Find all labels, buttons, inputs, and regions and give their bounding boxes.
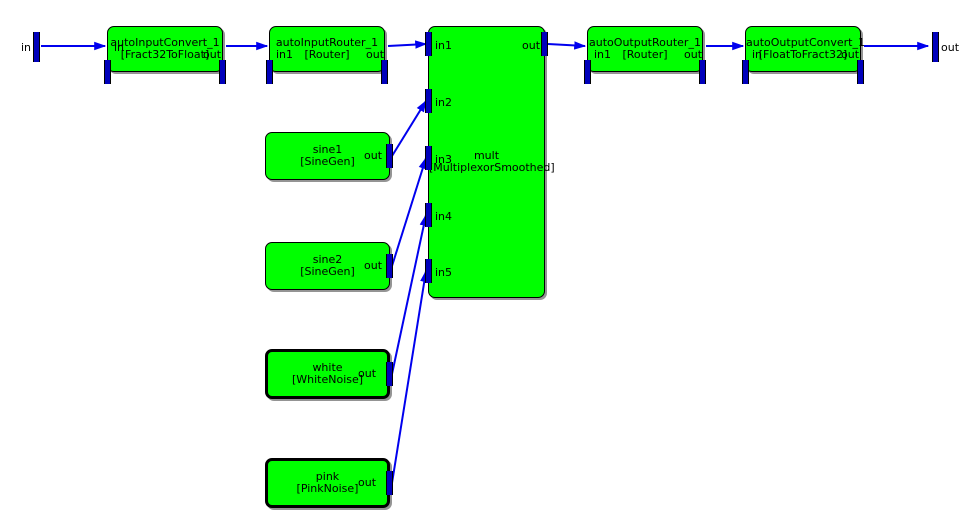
block-label-pink: pink[PinkNoise] xyxy=(268,471,387,495)
output-port-autoOutputRouter_1-out[interactable] xyxy=(699,60,706,84)
block-autoOutputConvert_1[interactable]: autoOutputConvert_1[FloatToFract32] xyxy=(745,26,865,72)
output-port-autoInputConvert_1-out[interactable] xyxy=(219,60,226,84)
wire-sine1-to-mult-in2[interactable] xyxy=(391,99,427,157)
block-pink[interactable]: pink[PinkNoise] xyxy=(265,458,390,508)
output-port-white-out[interactable] xyxy=(386,362,393,386)
block-label-autoInputRouter_1: autoInputRouter_1[Router] xyxy=(270,37,384,61)
block-label-sine2: sine2[SineGen] xyxy=(266,254,389,278)
input-port-mult-in5[interactable] xyxy=(425,259,432,283)
block-type-white: [WhiteNoise] xyxy=(291,373,364,386)
block-type-autoOutputConvert_1: [FloatToFract32] xyxy=(758,48,848,61)
wire-sine2-to-mult-in3[interactable] xyxy=(391,156,427,267)
output-port-label-autoOutputRouter_1-out: out xyxy=(684,48,703,61)
input-port-label-mult-in3: in3 xyxy=(435,153,453,166)
block-name-white: white xyxy=(312,361,343,374)
output-port-label-pink-out: out xyxy=(358,476,377,489)
block-name-sine1: sine1 xyxy=(312,143,343,156)
block-label-mult: mult[MultiplexorSmoothed] xyxy=(429,149,555,174)
block-label-white: white[WhiteNoise] xyxy=(268,362,387,386)
block-name-mult: mult xyxy=(473,149,500,162)
output-port-label-white-out: out xyxy=(358,367,377,380)
block-name-autoOutputConvert_1: autoOutputConvert_1 xyxy=(746,36,865,49)
block-label-autoOutputConvert_1: autoOutputConvert_1[FloatToFract32] xyxy=(746,36,865,61)
output-port-label-sine1-out: out xyxy=(364,149,383,162)
input-port-mult-in2[interactable] xyxy=(425,89,432,113)
input-port-autoOutputConvert_1-in[interactable] xyxy=(742,60,749,84)
output-port-autoInputRouter_1-out[interactable] xyxy=(381,60,388,84)
input-port-label-autoInputConvert_1-in: in xyxy=(114,41,125,54)
block-mult[interactable]: mult[MultiplexorSmoothed] xyxy=(428,26,555,298)
input-port-label-mult-in1: in1 xyxy=(435,39,453,52)
output-port-pink-out[interactable] xyxy=(386,471,393,495)
input-port-label-autoOutputRouter_1-in1: in1 xyxy=(594,48,612,61)
block-type-sine1: [SineGen] xyxy=(300,155,355,168)
input-port-label-mult-in2: in2 xyxy=(435,96,453,109)
input-port-mult-in4[interactable] xyxy=(425,203,432,227)
output-port-sine1-out[interactable] xyxy=(386,144,393,168)
block-autoInputConvert_1[interactable]: autoInputConvert_1[Fract32ToFloat] xyxy=(107,26,223,72)
block-autoOutputRouter_1[interactable]: autoOutputRouter_1[Router] xyxy=(587,26,703,72)
block-label-autoOutputRouter_1: autoOutputRouter_1[Router] xyxy=(588,37,702,61)
input-port-autoInputConvert_1-in[interactable] xyxy=(104,60,111,84)
output-port-label-sine2-out: out xyxy=(364,259,383,272)
output-port-autoOutputConvert_1-out[interactable] xyxy=(857,60,864,84)
wire-white-to-mult-in4[interactable] xyxy=(391,213,428,375)
output-port-mult-out[interactable] xyxy=(541,32,548,56)
in-terminal-label: in xyxy=(20,41,31,54)
block-label-sine1: sine1[SineGen] xyxy=(266,144,389,168)
block-name-sine2: sine2 xyxy=(312,253,343,266)
output-port-label-autoInputConvert_1-out: out xyxy=(203,48,222,61)
block-sine1[interactable]: sine1[SineGen] xyxy=(265,132,390,180)
block-type-pink: [PinkNoise] xyxy=(296,482,359,495)
block-type-mult: [MultiplexorSmoothed] xyxy=(429,161,555,174)
input-port-label-autoInputRouter_1-in1: in1 xyxy=(276,48,294,61)
wire-autoInputRouter-to-mult-in1[interactable] xyxy=(387,40,428,49)
input-port-mult-in1[interactable] xyxy=(425,32,432,56)
block-name-autoOutputRouter_1: autoOutputRouter_1 xyxy=(589,36,701,49)
output-port-sine2-out[interactable] xyxy=(386,254,393,278)
wire-pink-to-mult-in5[interactable] xyxy=(391,269,429,484)
wire-mult-out-to-autoOutputRouter[interactable] xyxy=(547,41,587,50)
block-type-sine2: [SineGen] xyxy=(300,265,355,278)
output-port-label-mult-out: out xyxy=(522,39,541,52)
out-terminal[interactable] xyxy=(932,32,939,62)
block-name-pink: pink xyxy=(315,470,340,483)
block-type-autoInputConvert_1: [Fract32ToFloat] xyxy=(120,48,210,61)
in-terminal[interactable] xyxy=(33,32,40,62)
block-name-autoInputRouter_1: autoInputRouter_1 xyxy=(275,36,379,49)
input-port-mult-in3[interactable] xyxy=(425,146,432,170)
block-type-autoOutputRouter_1: [Router] xyxy=(622,48,668,61)
output-port-label-autoOutputConvert_1-out: out xyxy=(841,48,860,61)
input-port-autoOutputRouter_1-in1[interactable] xyxy=(584,60,591,84)
input-port-label-mult-in4: in4 xyxy=(435,210,453,223)
block-autoInputRouter_1[interactable]: autoInputRouter_1[Router] xyxy=(269,26,385,72)
output-port-label-autoInputRouter_1-out: out xyxy=(366,48,385,61)
input-port-label-autoOutputConvert_1-in: in xyxy=(752,48,763,61)
input-port-autoInputRouter_1-in1[interactable] xyxy=(266,60,273,84)
block-label-autoInputConvert_1: autoInputConvert_1[Fract32ToFloat] xyxy=(108,37,222,61)
block-name-autoInputConvert_1: autoInputConvert_1 xyxy=(110,36,220,49)
input-port-label-mult-in5: in5 xyxy=(435,266,453,279)
block-sine2[interactable]: sine2[SineGen] xyxy=(265,242,390,290)
out-terminal-label: out xyxy=(941,41,960,54)
block-type-autoInputRouter_1: [Router] xyxy=(304,48,350,61)
block-white[interactable]: white[WhiteNoise] xyxy=(265,349,390,399)
